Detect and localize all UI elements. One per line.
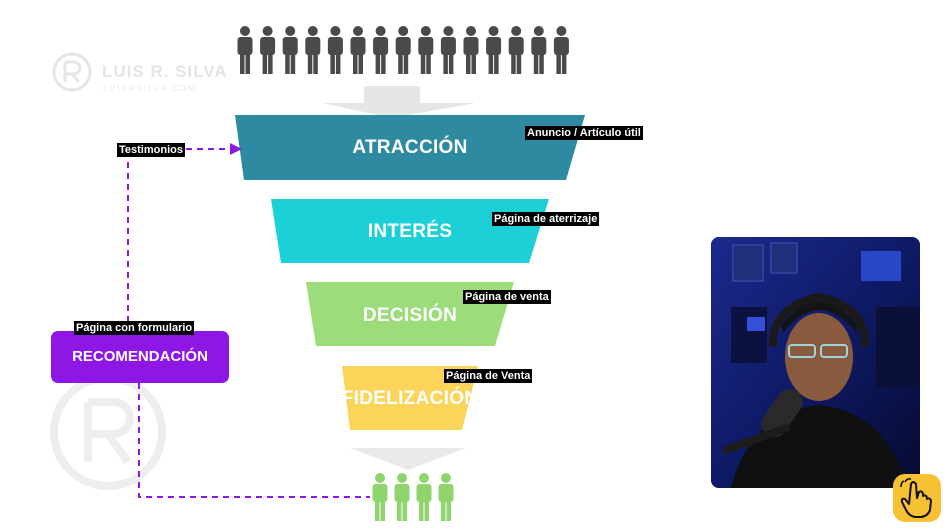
stage-label-interes: INTERÉS [367,221,453,242]
webcam-presenter-video [711,237,920,488]
person-icon [416,473,432,521]
person-icon [508,26,524,74]
watermark-site: LUISRSILVA.COM [103,84,197,93]
person-icon [418,26,434,74]
person-icon [305,26,321,74]
person-icon [553,26,569,74]
recommendation-box: RECOMENDACIÓN [51,331,229,383]
watermark-name: LUIS R. SILVA [102,62,228,81]
person-icon [350,26,366,74]
person-icon [373,26,389,74]
stage-label-decision: DECISIÓN [362,305,458,326]
person-icon [438,473,454,521]
stage-note-interes: Página de aterrizaje [492,212,600,226]
person-icon [440,26,456,74]
dashed-connector-left [127,148,232,322]
person-icon [372,473,388,521]
testimonials-tag: Testimonios [117,143,185,157]
recommendation-note: Página con formulario [74,321,195,335]
person-icon [260,26,276,74]
entry-arrow [322,86,476,118]
person-icon [531,26,547,74]
person-icon [486,26,502,74]
people-bottom-group [372,473,454,521]
stage-shape-atraccion [235,115,585,180]
person-icon [282,26,298,74]
feedback-arrowhead [230,143,242,155]
person-icon [327,26,343,74]
stage-label-atraccion: ATRACCIÓN [352,137,468,158]
stage-note-fidelizacion: Página de Venta [444,369,533,383]
pointing-hand-icon [893,474,941,522]
person-icon [395,26,411,74]
person-icon [463,26,479,74]
stage-note-atraccion: Anuncio / Artículo útil [525,126,643,140]
dashed-connector-bottom [138,383,370,498]
stage-shape-interes [271,199,549,263]
people-top-group [237,26,569,74]
stage-note-decision: Página de venta [463,290,551,304]
person-icon [394,473,410,521]
exit-arrow [350,448,466,470]
recommendation-label: RECOMENDACIÓN [72,348,208,365]
stage-shape-decision [306,282,514,346]
stage-label-fidelizacion: FIDELIZACIÓN [341,388,479,409]
person-icon [237,26,253,74]
watermark-logo-icon [52,52,92,92]
